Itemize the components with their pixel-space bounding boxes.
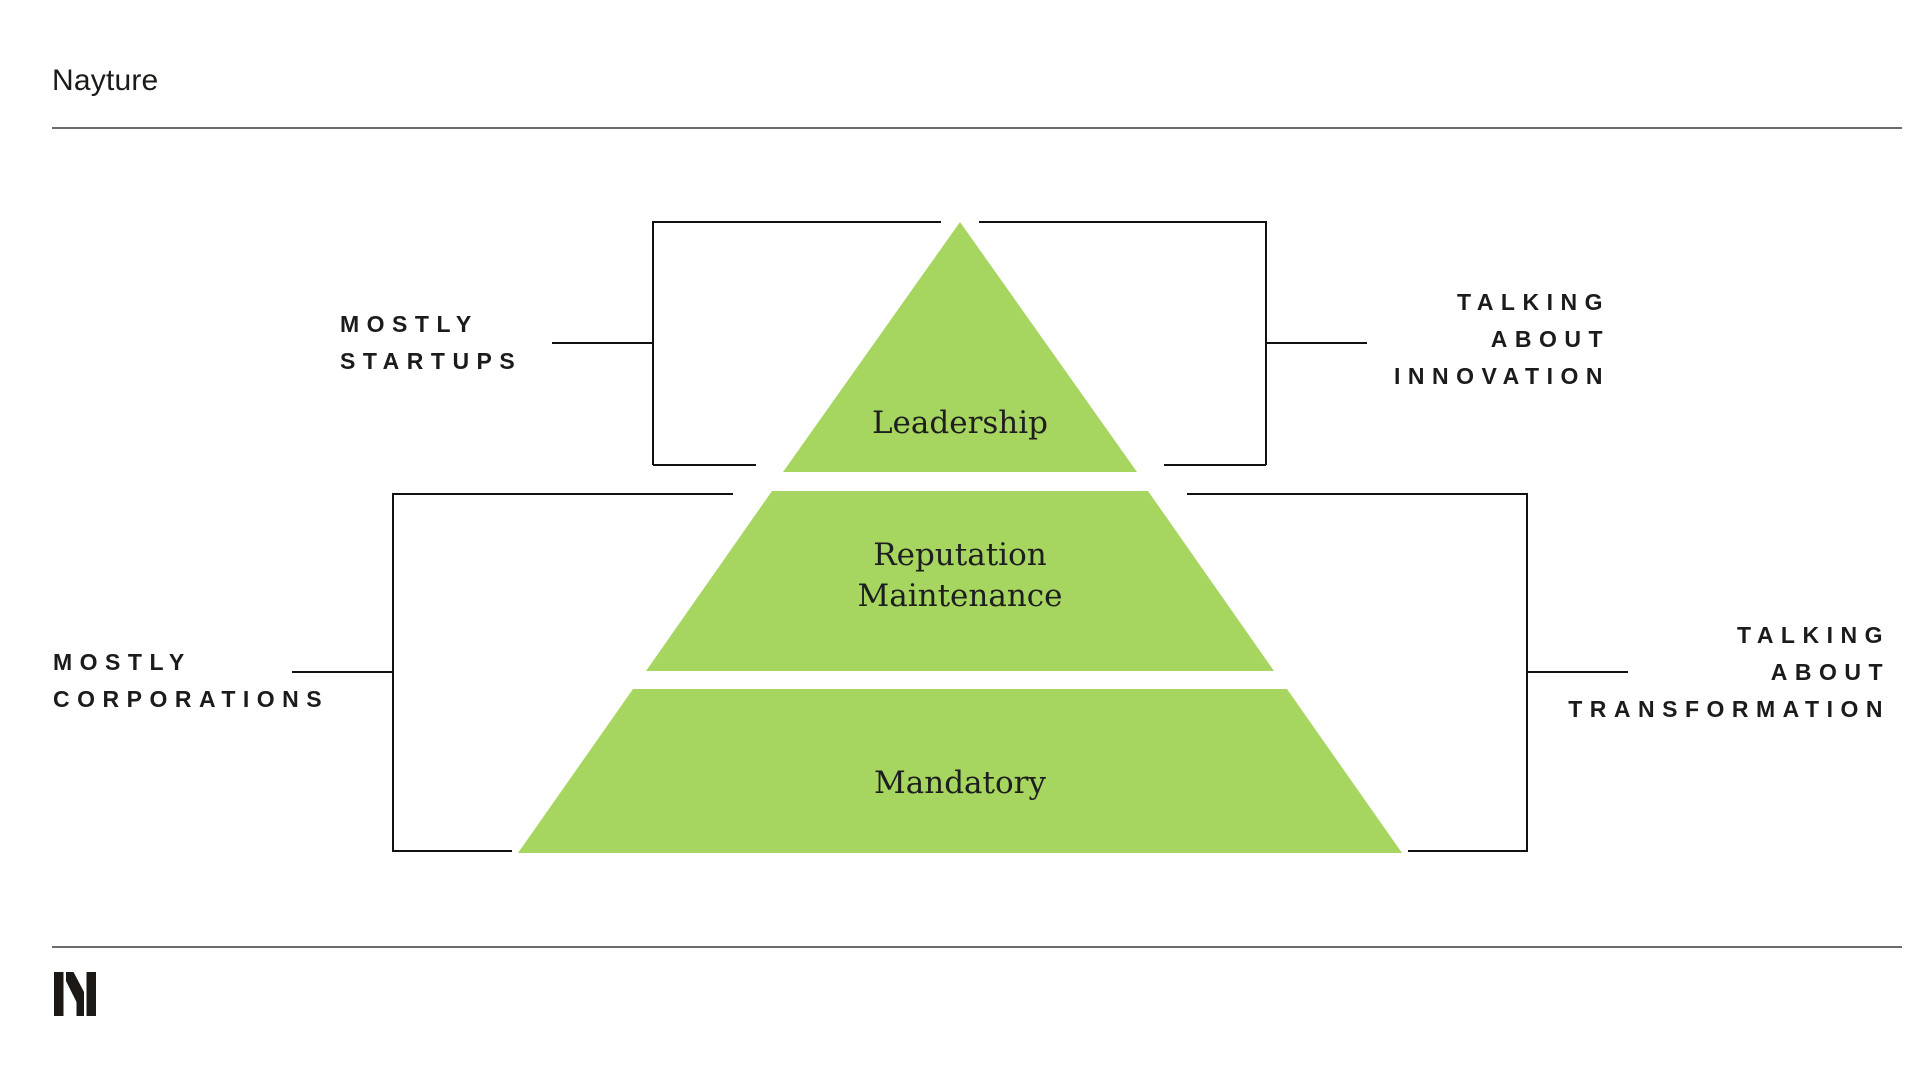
annotation-line: MOSTLY xyxy=(53,649,192,675)
annotation-mostly-startups: MOSTLY STARTUPS xyxy=(340,306,522,380)
tier-label-reputation-line2: Maintenance xyxy=(857,578,1063,614)
pyramid-tier-reputation xyxy=(646,491,1274,671)
annotation-talking-about-transformation: TALKING ABOUT TRANSFORMATION xyxy=(1568,617,1890,728)
annotation-line: TRANSFORMATION xyxy=(1568,696,1890,722)
tier-label-mandatory: Mandatory xyxy=(874,765,1046,801)
tier-label-reputation-line1: Reputation xyxy=(873,537,1047,573)
tier-label-reputation-maintenance: Reputation Maintenance xyxy=(700,535,1220,617)
annotation-line: TALKING xyxy=(1736,622,1890,648)
annotation-line: ABOUT xyxy=(1770,659,1890,685)
annotation-line: STARTUPS xyxy=(340,348,523,374)
annotation-mostly-corporations: MOSTLY CORPORATIONS xyxy=(53,644,329,718)
brand-title: Nayture xyxy=(52,64,159,97)
tier-label-leadership: Leadership xyxy=(871,405,1049,441)
annotation-line: ABOUT xyxy=(1490,326,1610,352)
annotation-line: TALKING xyxy=(1456,289,1610,315)
annotation-line: CORPORATIONS xyxy=(53,686,330,712)
nayture-logo-icon xyxy=(54,972,96,1016)
annotation-line: INNOVATION xyxy=(1394,363,1610,389)
annotation-talking-about-innovation: TALKING ABOUT INNOVATION xyxy=(1394,284,1610,395)
pyramid-tier-leadership xyxy=(783,222,1137,472)
annotation-line: MOSTLY xyxy=(340,311,479,337)
pyramid-tier-mandatory xyxy=(518,689,1402,853)
